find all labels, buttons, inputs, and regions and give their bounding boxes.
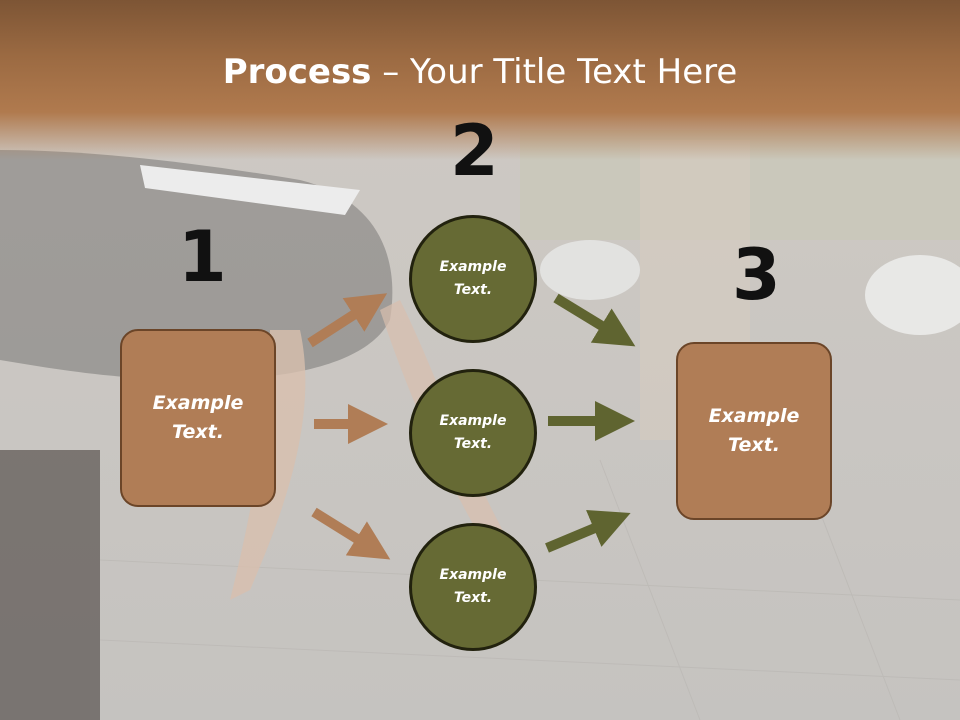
title-bold: Process xyxy=(222,52,372,92)
arrow-left-to-top xyxy=(307,293,388,348)
step-number-1: 1 xyxy=(178,216,227,298)
arrow-bottom-to-right xyxy=(545,510,631,553)
right-box-text: Example Text. xyxy=(708,405,800,456)
circle-middle-text: Example Text. xyxy=(439,413,507,452)
arrow-top-to-right xyxy=(553,293,636,347)
title-band xyxy=(0,0,960,160)
title-rest: – Your Title Text Here xyxy=(371,52,738,92)
circle-middle: Example Text. xyxy=(409,369,537,497)
circle-top: Example Text. xyxy=(409,215,537,343)
step-number-2: 2 xyxy=(450,110,499,192)
step-number-3: 3 xyxy=(732,234,781,316)
circle-bottom: Example Text. xyxy=(409,523,537,651)
left-box-text: Example Text. xyxy=(152,392,244,443)
right-text-box: Example Text. xyxy=(676,342,832,520)
left-text-box: Example Text. xyxy=(120,329,276,507)
arrow-left-to-bottom xyxy=(311,507,391,560)
circle-bottom-text: Example Text. xyxy=(439,567,507,606)
circle-top-text: Example Text. xyxy=(439,259,507,298)
slide-title: Process – Your Title Text Here xyxy=(0,52,960,92)
